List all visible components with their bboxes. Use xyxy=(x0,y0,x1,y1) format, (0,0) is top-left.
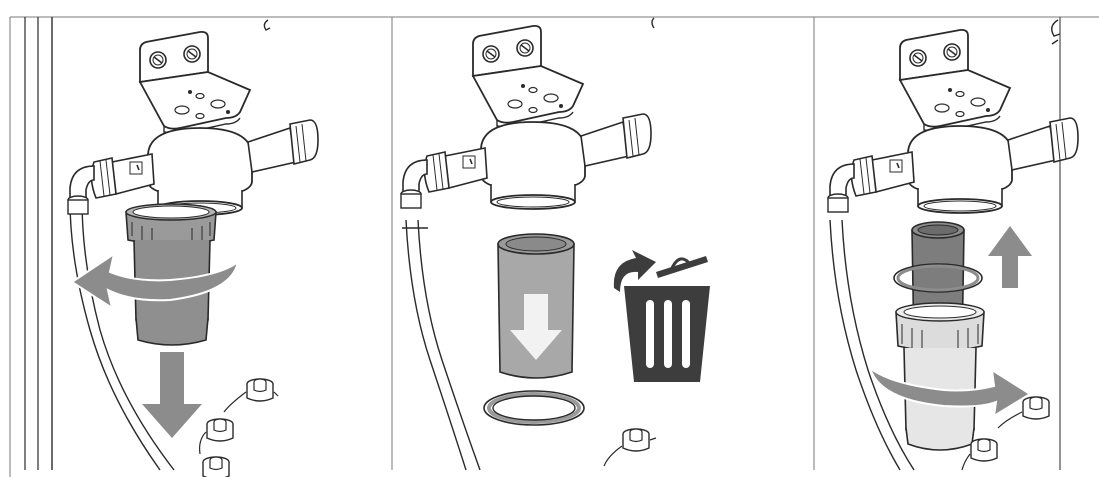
clip-icon xyxy=(264,20,270,30)
panel-step-3 xyxy=(828,17,1078,470)
hose-icon xyxy=(406,220,466,470)
filter-housing-icon xyxy=(896,303,984,450)
wall-tap-icon xyxy=(200,379,278,477)
panel-step-1 xyxy=(25,17,318,477)
arrow-up-icon xyxy=(988,226,1032,288)
filter-head-icon xyxy=(68,32,318,215)
o-ring-icon xyxy=(484,391,584,425)
wall-tap-icon xyxy=(604,429,656,466)
curved-arrow-icon xyxy=(614,250,656,292)
arrow-down-icon xyxy=(142,352,202,438)
hose-icon xyxy=(830,220,900,470)
clip-icon xyxy=(1052,20,1060,44)
filter-head-icon xyxy=(828,30,1078,213)
filter-housing-icon xyxy=(126,204,216,345)
panel-step-2 xyxy=(401,18,710,470)
filter-head-icon xyxy=(401,26,651,209)
clip-icon xyxy=(652,18,654,28)
trash-can-icon xyxy=(624,256,710,382)
